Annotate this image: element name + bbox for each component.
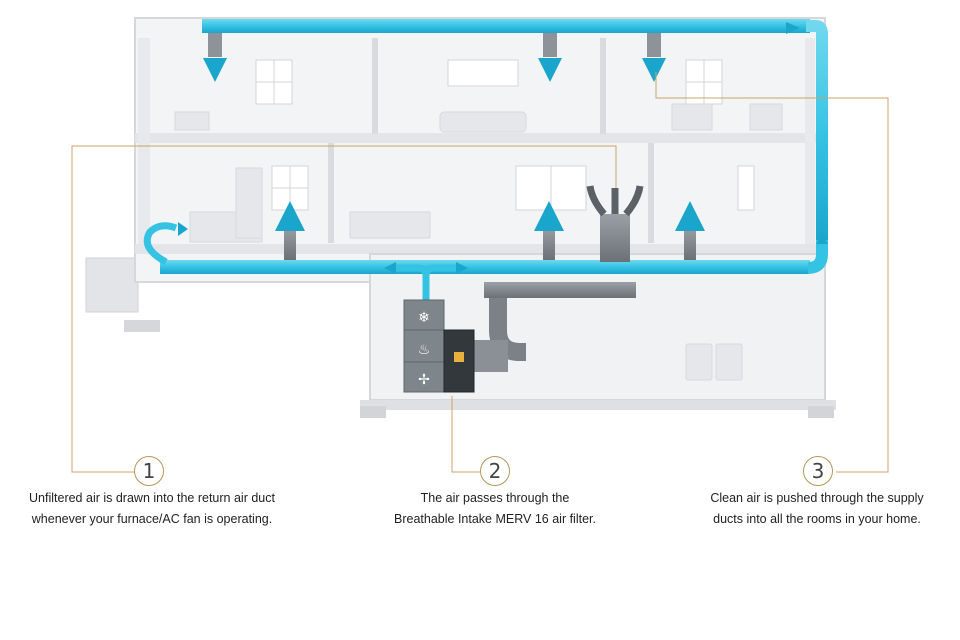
house-shell: [134, 17, 836, 418]
step-2-line-1: The air passes through the: [420, 491, 570, 505]
leader-lines: [71, 72, 889, 473]
step-2-line-2: Breathable Intake MERV 16 air filter.: [394, 512, 596, 526]
furnace-unit: ❄ ♨ ✢: [403, 299, 475, 393]
step-1-line-1: Unfiltered air is drawn into the return …: [29, 491, 275, 505]
main-supply-duct: [143, 201, 828, 300]
supply-duct-top: [202, 19, 828, 244]
furniture: [174, 103, 783, 381]
step-3-line-2: ducts into all the rooms in your home.: [713, 512, 921, 526]
step-3-caption: Clean air is pushed through the supply d…: [682, 488, 952, 530]
step-2-number: 2: [480, 456, 510, 486]
step-3-number: 3: [803, 456, 833, 486]
flame-icon: ♨: [418, 342, 431, 358]
garage-block: [85, 257, 160, 332]
step-1-number: 1: [134, 456, 164, 486]
return-air-vent: [586, 185, 644, 262]
snowflake-icon: ❄: [418, 310, 430, 326]
step-2-caption: The air passes through the Breathable In…: [360, 488, 630, 530]
step-3-line-1: Clean air is pushed through the supply: [710, 491, 924, 505]
step-1-caption: Unfiltered air is drawn into the return …: [0, 488, 304, 530]
top-floor-vents: [203, 33, 666, 82]
return-duct-basement: [468, 282, 636, 372]
fan-icon: ✢: [418, 372, 430, 388]
step-1-line-2: whenever your furnace/AC fan is operatin…: [31, 512, 273, 526]
